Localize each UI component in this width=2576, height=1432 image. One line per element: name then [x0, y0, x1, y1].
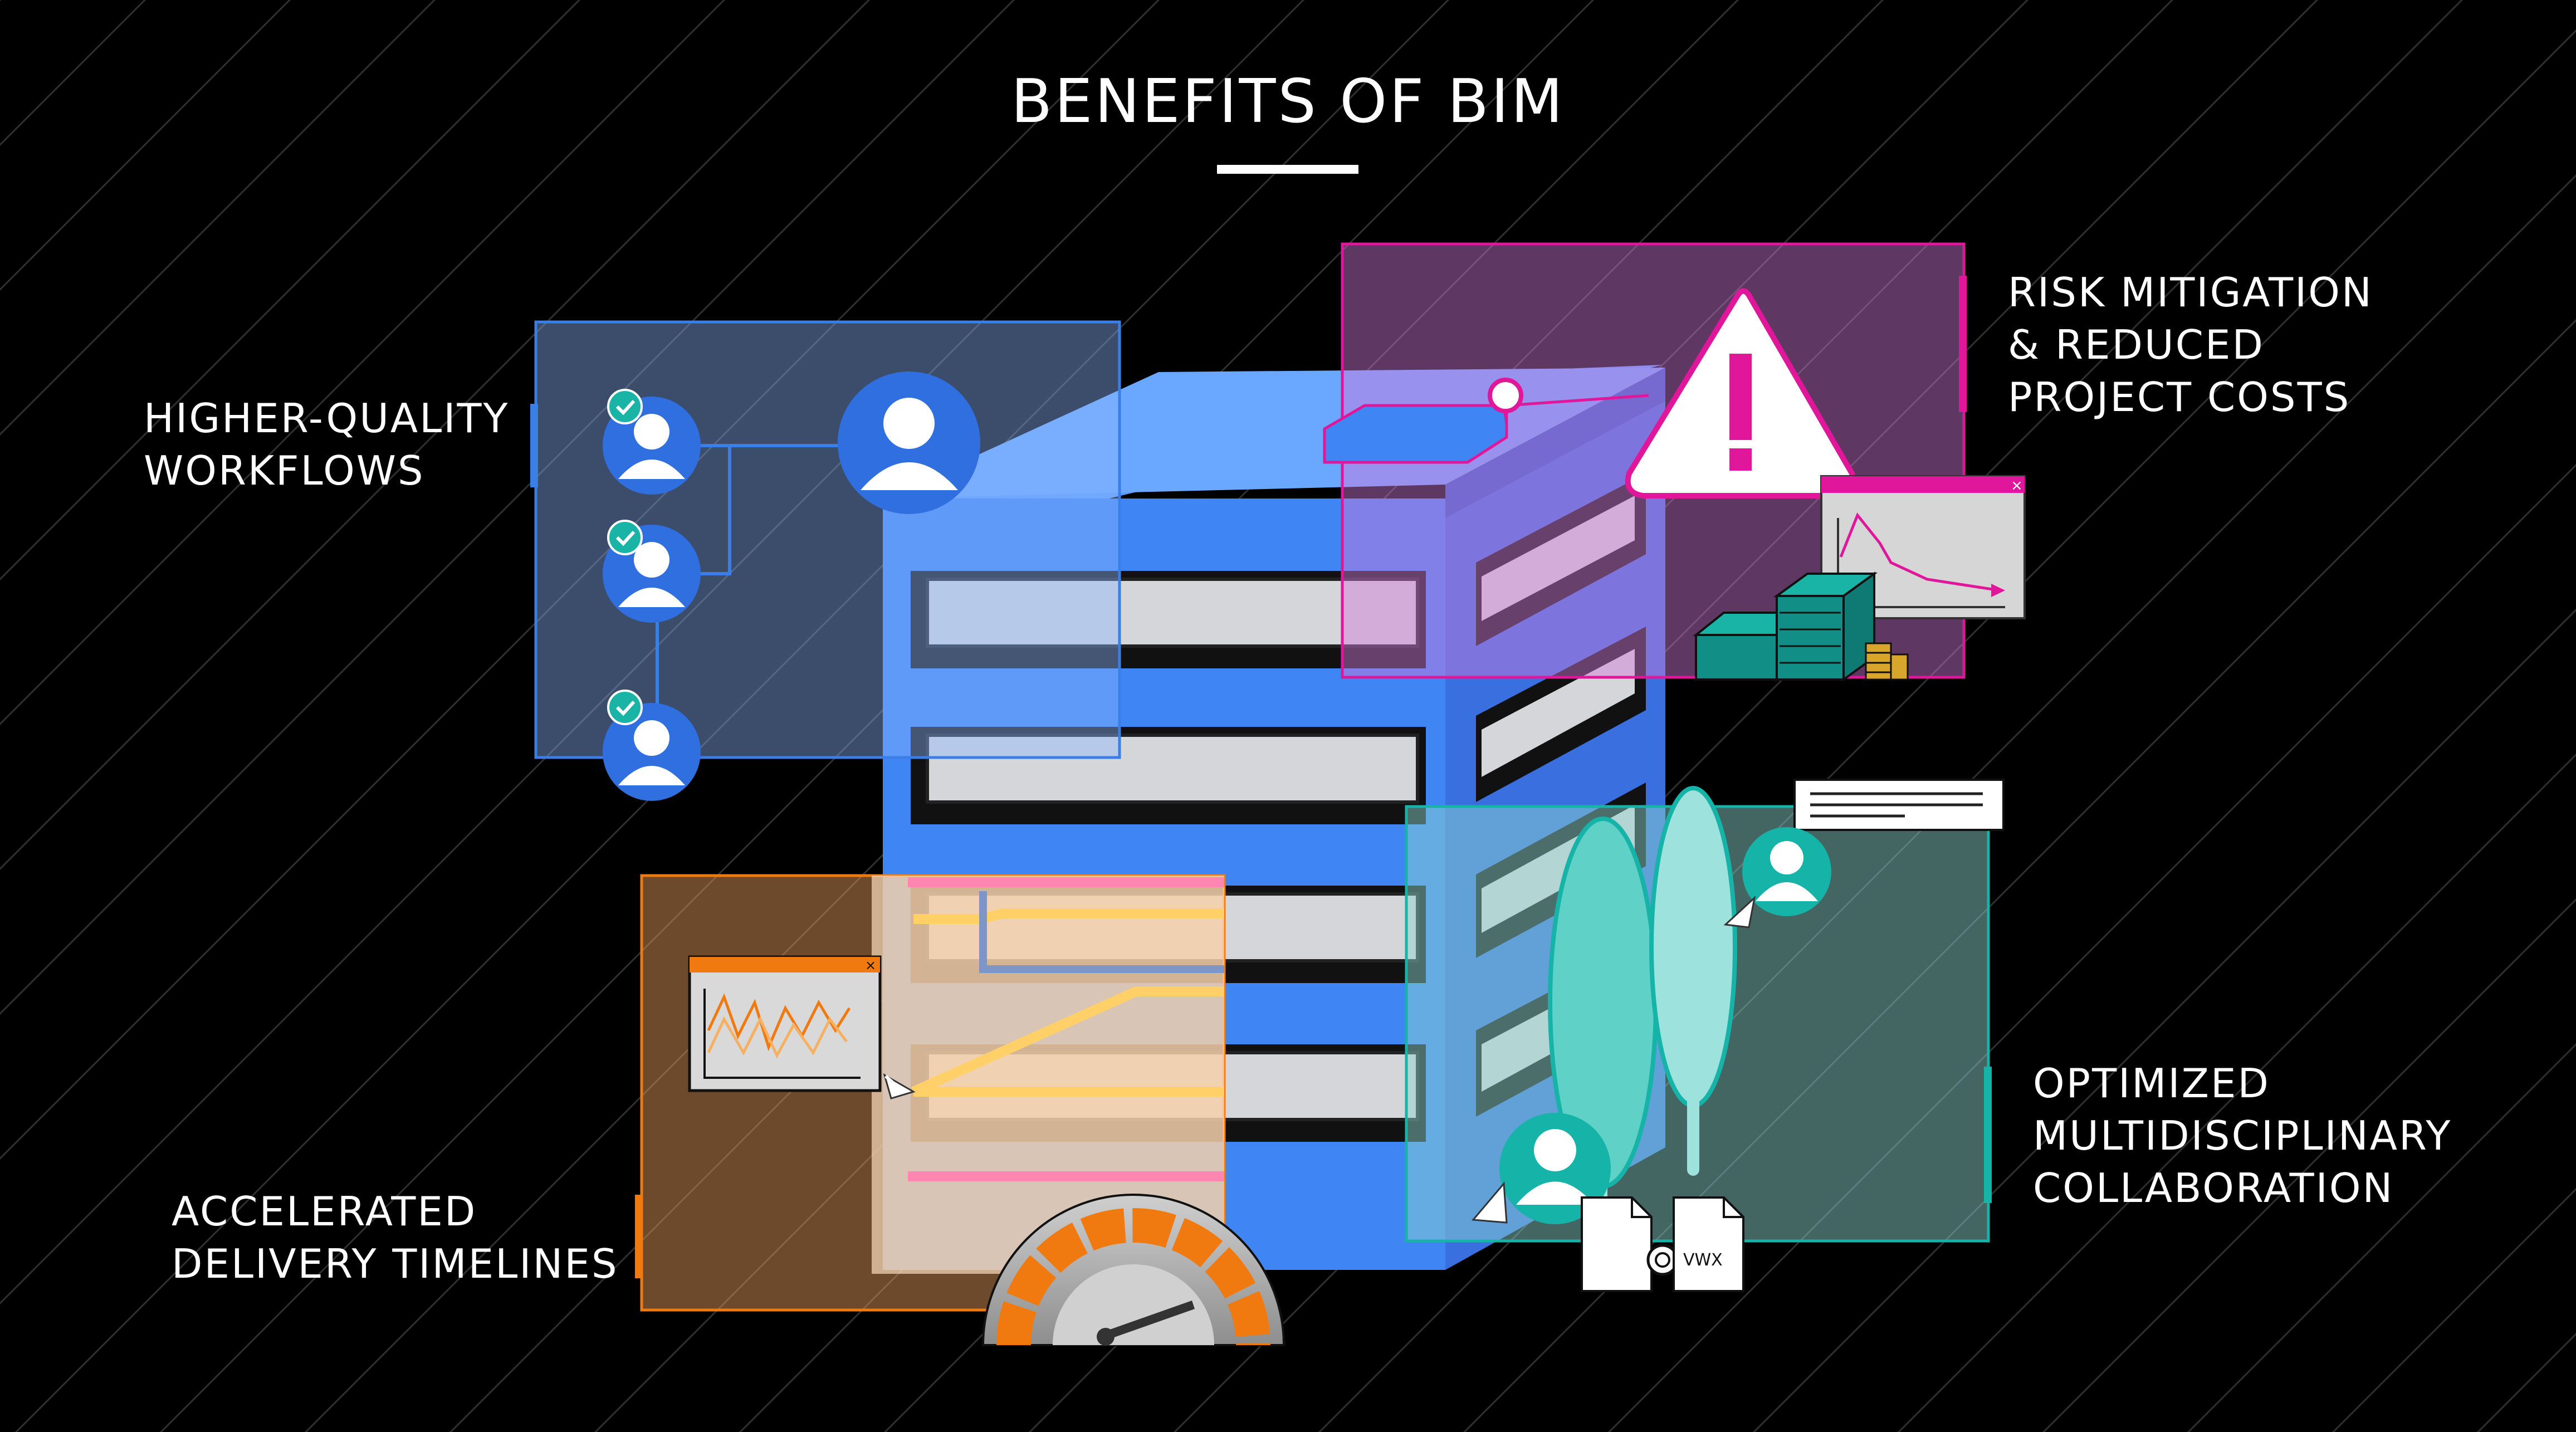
money-stack-icon [1693, 571, 1878, 682]
check-badge-icon [607, 520, 643, 555]
collaboration-accent-tick [1984, 1067, 1992, 1203]
label-collaboration-line-2: MULTIDISCIPLINARY [2033, 1112, 2452, 1159]
close-icon: × [2011, 477, 2023, 494]
label-timelines-line-1: ACCELERATED [172, 1188, 477, 1235]
risk-accent-tick [1959, 276, 1967, 412]
chart-window-icon: × [688, 955, 882, 1092]
tree-icon [1649, 786, 1737, 1176]
file-type-label: VWX [1683, 1250, 1723, 1270]
check-badge-icon [607, 389, 643, 424]
user-icon [1742, 827, 1831, 916]
collaboration-panel: VWX [1405, 779, 2005, 1292]
risk-panel: × [1323, 242, 2026, 682]
label-risk-line-1: RISK MITIGATION [2008, 269, 2373, 316]
label-risk-line-3: PROJECT COSTS [2008, 374, 2351, 421]
page-title: BENEFITS OF BIM [1011, 67, 1565, 136]
label-risk: RISK MITIGATION & REDUCED PROJECT COSTS [2008, 266, 2373, 423]
coin-stack-icon [1865, 642, 1909, 681]
timeline-bars [908, 877, 1224, 1181]
label-collaboration-line-3: COLLABORATION [2033, 1165, 2394, 1211]
label-workflows-line-2: WORKFLOWS [144, 447, 425, 494]
comment-bubble-icon [1793, 779, 2005, 831]
speedometer-icon [981, 1194, 1285, 1346]
workflow-connectors [656, 444, 852, 719]
user-icon [603, 703, 701, 801]
label-timelines: ACCELERATED DELIVERY TIMELINES [172, 1185, 619, 1290]
cursor-icon [1723, 895, 1756, 928]
label-workflows: HIGHER-QUALITY WORKFLOWS [144, 392, 509, 497]
label-workflows-line-1: HIGHER-QUALITY [144, 395, 510, 442]
title-underline [1217, 165, 1358, 174]
workflows-accent-tick [530, 404, 538, 487]
label-collaboration-line-1: OPTIMIZED [2033, 1060, 2270, 1107]
label-timelines-line-2: DELIVERY TIMELINES [172, 1240, 619, 1287]
cursor-icon [883, 1073, 916, 1099]
file-icon [1581, 1196, 1679, 1292]
timelines-accent-tick [635, 1195, 643, 1278]
user-icon [838, 372, 980, 514]
workflows-panel [534, 320, 1121, 801]
close-icon: × [865, 957, 876, 973]
label-risk-line-2: & REDUCED [2008, 321, 2265, 368]
file-icon: VWX [1673, 1196, 1744, 1292]
label-collaboration: OPTIMIZED MULTIDISCIPLINARY COLLABORATIO… [2033, 1057, 2452, 1214]
check-badge-icon [607, 690, 643, 725]
cursor-icon [1471, 1181, 1508, 1224]
timelines-panel: × [640, 874, 1285, 1346]
